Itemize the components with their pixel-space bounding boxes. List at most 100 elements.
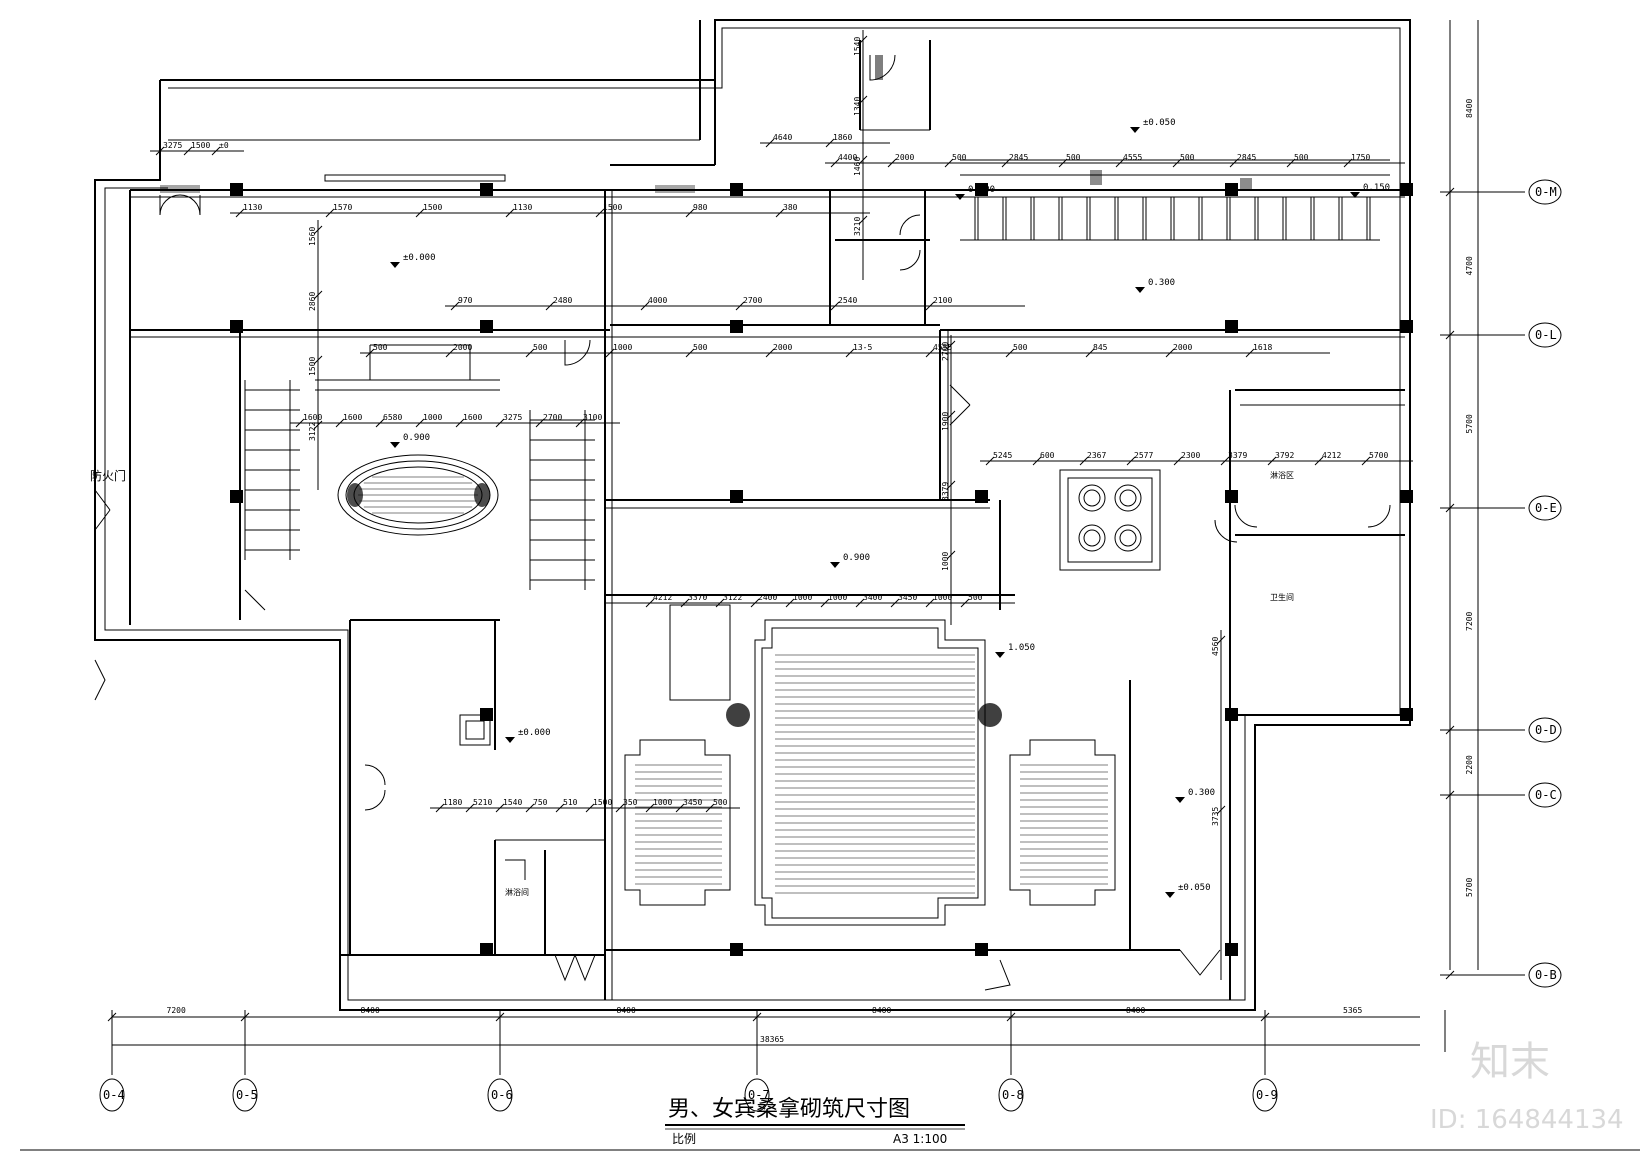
dimension-right: 600 — [1040, 451, 1055, 460]
grid-x-axis: 0-472000-584000-684000-784000-884000-953… — [99, 1006, 1446, 1112]
dimension-top-right: 2845 — [1009, 153, 1028, 162]
dimension-row4: 2000 — [1173, 343, 1192, 352]
dimension-sauna: 3122 — [723, 593, 742, 602]
level-value: ±0.000 — [403, 253, 436, 263]
watermark: 知末 ID: 164844134 — [1430, 1039, 1624, 1135]
dimension-row4: 2000 — [773, 343, 792, 352]
dimension-top-left: 1500 — [191, 141, 210, 150]
structural-columns — [230, 183, 1413, 956]
dimension-row4: 2000 — [453, 343, 472, 352]
level-value: 0.300 — [1188, 788, 1215, 798]
level-value: 0.300 — [968, 185, 995, 195]
dimension-vertical-right: 3735 — [1211, 807, 1220, 826]
level-triangle — [1165, 892, 1175, 898]
grid-spacing-y: 2200 — [1465, 755, 1474, 774]
room-label-shower-area: 淋浴区 — [1270, 470, 1294, 480]
drawing-title: 男、女宾桑拿砌筑尺寸图 — [668, 1096, 910, 1122]
grid-bubble-x — [232, 1078, 258, 1112]
dimension-row4: 500 — [533, 343, 548, 352]
dimension-row4: 4555 — [933, 343, 952, 352]
dimension-row4: 500 — [373, 343, 388, 352]
dimension-row2: 380 — [783, 203, 798, 212]
dimension-right: 4212 — [1322, 451, 1341, 460]
grid-spacing-y: 5700 — [1465, 878, 1474, 897]
dimension-locker: 1600 — [303, 413, 322, 422]
dimension-top-right: 2000 — [895, 153, 914, 162]
sauna-benches — [624, 604, 1116, 926]
dimension-top-right: 500 — [1180, 153, 1195, 162]
dimension-sauna: 3400 — [863, 593, 882, 602]
room-label-toilet: 卫生间 — [1270, 592, 1294, 602]
level-triangle — [505, 737, 515, 743]
dimension-bottom-left: 1540 — [503, 798, 522, 807]
scale-value: A3 1:100 — [893, 1132, 947, 1146]
dimension-bottom-left: 5210 — [473, 798, 492, 807]
dimension-vertical-mid: 1460 — [853, 157, 862, 176]
dimension-top-right: 4555 — [1123, 153, 1142, 162]
dimension-row3: 2100 — [933, 296, 952, 305]
dimension-row3: 4000 — [648, 296, 667, 305]
interior-walls — [129, 40, 1405, 1000]
dimension-right: 5245 — [993, 451, 1012, 460]
dimension-row2: 1570 — [333, 203, 352, 212]
dimension-vertical-left: 1560 — [308, 227, 317, 246]
dimension-vertical-center: 2700 — [941, 342, 950, 361]
dimension-vertical-left: 3122 — [308, 422, 317, 441]
dimension-row4: 500 — [1013, 343, 1028, 352]
shower-cubicles — [960, 159, 1390, 241]
dimension-right: 2577 — [1134, 451, 1153, 460]
dimension-sauna: 3450 — [898, 593, 917, 602]
grid-spacing-y: 8400 — [1465, 99, 1474, 118]
level-value: 0.900 — [403, 433, 430, 443]
dimension-row2: 1500 — [423, 203, 442, 212]
grid-bubble-y — [1528, 782, 1562, 808]
level-value: ±0.050 — [1178, 883, 1211, 893]
level-triangle — [390, 442, 400, 448]
dimension-right: 2367 — [1087, 451, 1106, 460]
dimension-vertical-center: 1000 — [941, 552, 950, 571]
doors — [94, 54, 1391, 991]
level-triangle — [1350, 192, 1360, 198]
dimension-sauna: 1000 — [793, 593, 812, 602]
grid-bubble-y — [1528, 179, 1562, 205]
dimension-row3: 970 — [458, 296, 473, 305]
grid-spacing-x: 8400 — [1126, 1006, 1145, 1015]
level-triangle — [955, 194, 965, 200]
dimension-sauna: 4212 — [653, 593, 672, 602]
dimension-top-left: 3275 — [163, 141, 182, 150]
grid-spacing-x: 5365 — [1343, 1006, 1362, 1015]
dimension-top-right: 500 — [1294, 153, 1309, 162]
grid-bubble-x — [487, 1078, 513, 1112]
dimension-top-right: 2845 — [1237, 153, 1256, 162]
dimension-locker: 6580 — [383, 413, 402, 422]
level-triangle — [1130, 127, 1140, 133]
level-triangle — [830, 562, 840, 568]
dimension-vertical-mid: 1540 — [853, 37, 862, 56]
level-value: ±0.000 — [518, 728, 551, 738]
grid-label-y: 0-L — [1535, 328, 1557, 342]
level-triangle — [390, 262, 400, 268]
level-value: 0.300 — [1148, 278, 1175, 288]
dimension-locker: 1600 — [463, 413, 482, 422]
room-label-shower-room: 淋浴间 — [505, 887, 529, 897]
watermark-id: ID: 164844134 — [1430, 1105, 1624, 1135]
dimension-right: 2300 — [1181, 451, 1200, 460]
grid-label-y: 0-D — [1535, 723, 1557, 737]
grid-y-axis: 0-M84000-L47000-E57000-D72000-C22000-B57… — [1440, 20, 1562, 988]
dimension-top-right: 4400 — [838, 153, 857, 162]
dimension-locker: 1000 — [423, 413, 442, 422]
grid-bubble-y — [1528, 322, 1562, 348]
grid-bubble-x — [998, 1078, 1024, 1112]
grid-bubble-x — [99, 1078, 125, 1112]
dimension-bottom-left: 1500 — [593, 798, 612, 807]
oval-pool — [337, 454, 499, 536]
grid-bubble-x — [1252, 1078, 1278, 1112]
dimension-row2: 980 — [693, 203, 708, 212]
dimension-top-mid: 4640 — [773, 133, 792, 142]
grid-label-x: 0-7 — [748, 1088, 770, 1102]
grid-label-x: 0-9 — [1256, 1088, 1278, 1102]
dimension-vertical-left: 1500 — [308, 357, 317, 376]
grid-bubble-y — [1528, 962, 1562, 988]
grid-bubble-y — [1528, 717, 1562, 743]
